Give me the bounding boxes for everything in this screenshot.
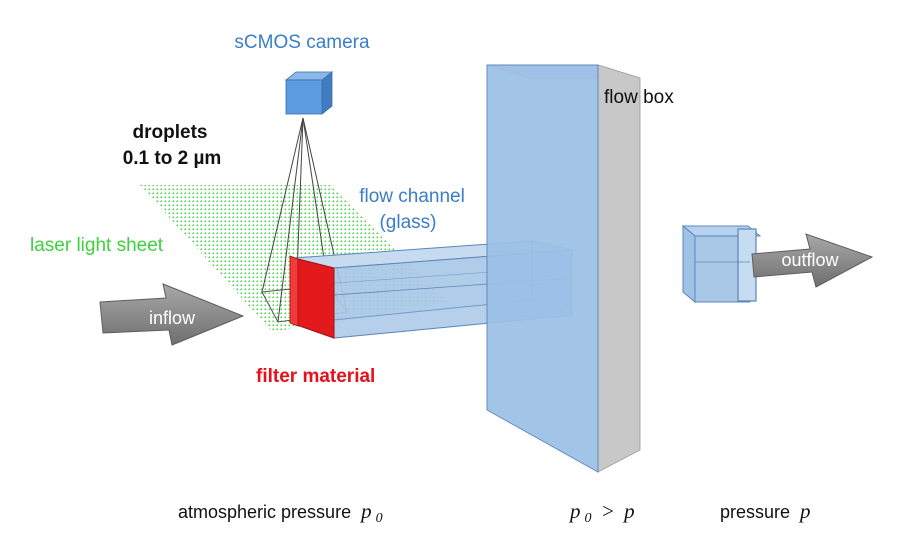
camera-label: sCMOS camera bbox=[234, 32, 370, 53]
relation-operator: > bbox=[596, 499, 621, 523]
outflow-arrow bbox=[751, 233, 874, 288]
relation-var2: p bbox=[622, 499, 635, 523]
flow-channel-material-label: (glass) bbox=[379, 212, 436, 233]
pressure-var: p bbox=[798, 499, 811, 523]
flow-box-label: flow box bbox=[604, 87, 674, 108]
pressure-label: pressure p bbox=[720, 499, 811, 523]
relation-var1: p bbox=[568, 499, 581, 523]
droplets-size-label: 0.1 to 2 µm bbox=[123, 148, 222, 169]
filter-material bbox=[289, 255, 335, 339]
atmospheric-pressure-sub: 0 bbox=[376, 511, 383, 526]
inflow-label: inflow bbox=[149, 308, 196, 328]
atmospheric-pressure-label: atmospheric pressure p 0 bbox=[178, 499, 383, 526]
atmospheric-pressure-var: p bbox=[359, 499, 372, 523]
inflow-arrow bbox=[99, 283, 245, 346]
laser-label: laser light sheet bbox=[30, 235, 164, 256]
filter-label: filter material bbox=[256, 366, 375, 387]
droplets-label: droplets bbox=[133, 122, 208, 143]
atmospheric-pressure-text: atmospheric pressure bbox=[178, 502, 351, 522]
flow-box bbox=[486, 64, 641, 473]
outlet-channel bbox=[681, 224, 762, 304]
pressure-relation-label: p 0 > p bbox=[568, 499, 635, 526]
outflow-label: outflow bbox=[781, 250, 839, 270]
scmos-camera-icon bbox=[284, 71, 334, 115]
flow-channel-label: flow channel bbox=[359, 186, 465, 207]
relation-sub: 0 bbox=[585, 511, 592, 526]
pressure-text: pressure bbox=[720, 502, 790, 522]
